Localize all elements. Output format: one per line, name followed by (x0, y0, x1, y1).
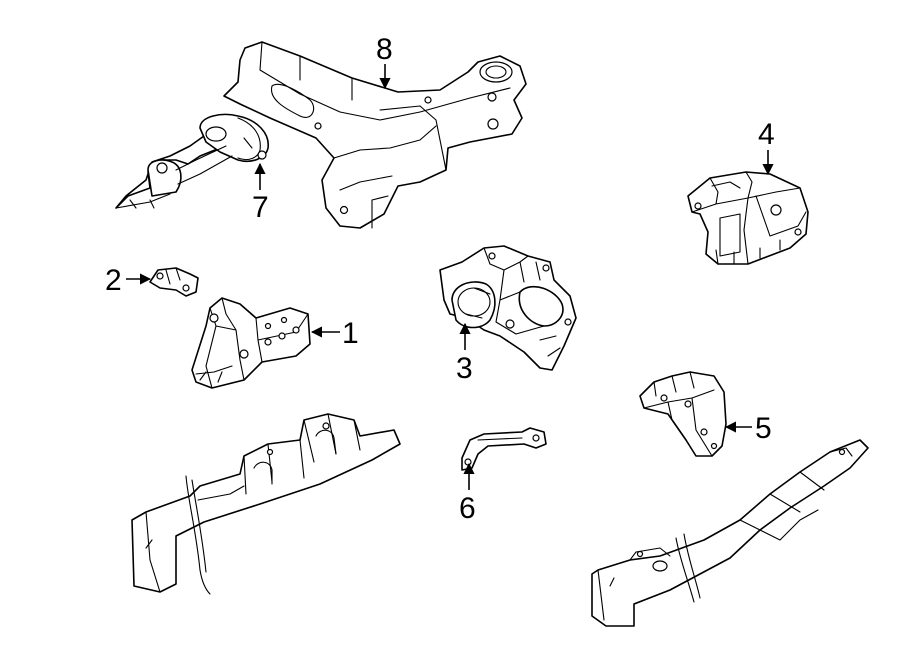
part-6-strap (461, 427, 547, 471)
part-2-bracket (149, 267, 199, 297)
callout-labels: 8 7 4 2 1 3 5 6 (105, 33, 775, 525)
part-8-subframe (223, 41, 527, 229)
callout-5: 5 (755, 412, 772, 445)
callout-1: 1 (342, 317, 359, 350)
callout-8: 8 (376, 33, 393, 66)
callout-4: 4 (758, 118, 775, 151)
frame-rail-left (131, 413, 401, 595)
part-3-mount (439, 245, 577, 371)
callout-3: 3 (456, 352, 473, 385)
part-4-mount (687, 171, 809, 265)
part-7-torque-rod (115, 113, 269, 209)
part-1-mount (191, 297, 311, 389)
callout-6: 6 (459, 492, 476, 525)
callout-2: 2 (105, 264, 122, 297)
callout-7: 7 (252, 191, 269, 224)
part-5-bracket (639, 371, 727, 457)
frame-rail-right (591, 439, 869, 627)
callout-leaders (126, 64, 774, 490)
